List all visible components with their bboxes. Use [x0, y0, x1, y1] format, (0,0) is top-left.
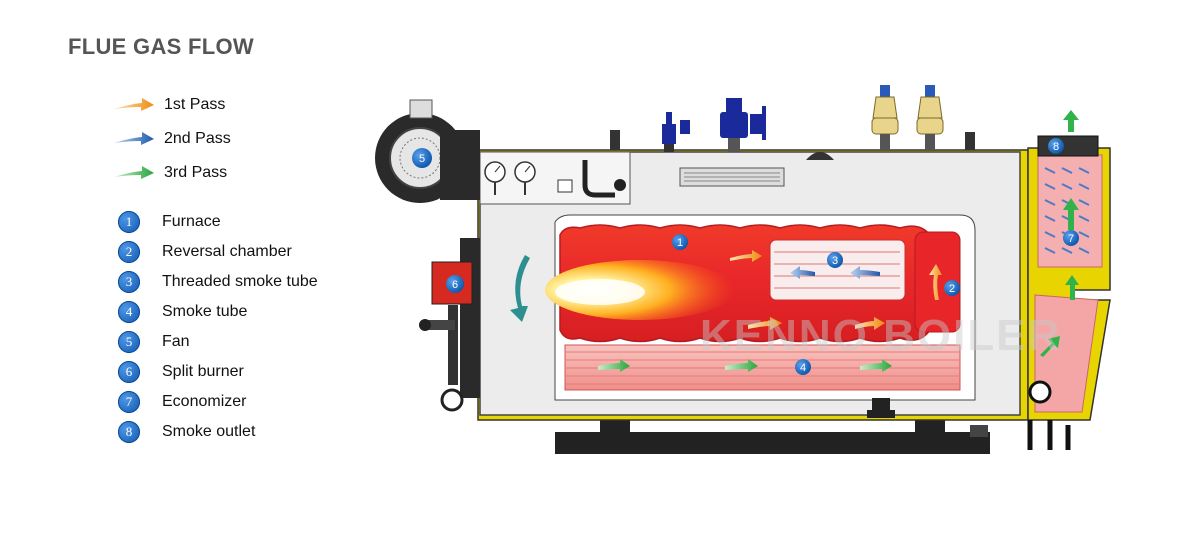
economizer [1037, 154, 1103, 268]
blue-arrow-icon [850, 266, 880, 279]
component-label: Split burner [162, 363, 244, 380]
component-label: Smoke outlet [162, 423, 256, 440]
orange-arrow-icon [114, 98, 154, 111]
third-pass-arrows [598, 359, 892, 372]
pass-legend-item: 2nd Pass [112, 122, 332, 156]
marker-1: 1 [672, 234, 688, 250]
green-arrow-icon [598, 359, 630, 372]
green-arrow-icon [1065, 275, 1079, 300]
component-legend-item: 5 Fan [118, 327, 378, 357]
component-label: Reversal chamber [162, 243, 292, 260]
pressure-gauge-icon [484, 161, 506, 195]
reversal-chamber [914, 231, 961, 333]
pipe [582, 160, 615, 198]
second-pass-arrows [790, 266, 880, 279]
top-valve-icon [662, 112, 690, 152]
drain-valve-icon [867, 398, 895, 418]
marker-number: 2 [949, 283, 955, 295]
component-legend-item: 6 Split burner [118, 357, 378, 387]
pass-legend-item: 3rd Pass [112, 156, 332, 190]
component-label: Economizer [162, 393, 247, 410]
page-title: FLUE GAS FLOW [68, 34, 254, 59]
component-legend-item: 4 Smoke tube [118, 297, 378, 327]
number-badge: 3 [118, 271, 140, 293]
component-legend-item: 1 Furnace [118, 207, 378, 237]
watermark: KENNO BOILER [700, 311, 1061, 360]
marker-8: 8 [1048, 138, 1064, 154]
main-steam-valve-icon [720, 98, 766, 152]
smoke-tube-lines [565, 351, 960, 385]
orange-arrow-icon [730, 250, 762, 262]
number-badge: 5 [118, 331, 140, 353]
component-label: Smoke tube [162, 303, 248, 320]
marker-4: 4 [795, 359, 811, 375]
marker-number: 3 [832, 255, 838, 267]
green-arrow-icon [1063, 110, 1079, 132]
green-arrow-icon [860, 359, 892, 372]
component-legend-item: 7 Economizer [118, 387, 378, 417]
safety-valve-icon [871, 85, 899, 150]
split-burner [419, 238, 480, 412]
orange-arrow-icon [748, 317, 782, 330]
marker-number: 7 [1068, 233, 1074, 245]
flame-core [555, 279, 645, 305]
green-arrow-icon [114, 166, 154, 179]
number-badge: 8 [118, 421, 140, 443]
blue-arrow-icon [790, 266, 815, 279]
marker-3: 3 [827, 252, 843, 268]
lifting-lug [610, 130, 620, 150]
marker-number: 5 [419, 153, 425, 165]
pass-label: 2nd Pass [164, 130, 231, 147]
marker-6: 6 [446, 275, 464, 293]
manhole-cover [806, 152, 834, 160]
pass-label: 1st Pass [164, 96, 226, 113]
marker-number: 1 [677, 237, 683, 249]
lifting-lug [965, 132, 975, 150]
number-badge: 1 [118, 211, 140, 233]
pass-legend: 1st Pass 2nd Pass 3rd Pass [112, 88, 332, 190]
grille-lines [684, 172, 780, 182]
marker-2: 2 [944, 280, 960, 296]
economizer-duct-inner [1034, 294, 1099, 413]
pass-legend-item: 1st Pass [112, 88, 332, 122]
pressure-gauge-icon [514, 161, 536, 195]
smoke-outlet [1037, 135, 1099, 157]
number-badge: 6 [118, 361, 140, 383]
marker-7: 7 [1063, 230, 1079, 246]
component-label: Furnace [162, 213, 221, 230]
component-legend-item: 3 Threaded smoke tube [118, 267, 378, 297]
number-badge: 4 [118, 301, 140, 323]
drain-pipe [1027, 420, 1071, 450]
component-legend: 1 Furnace 2 Reversal chamber 3 Threaded smo… [118, 207, 378, 447]
orange-arrow-icon [929, 264, 942, 300]
component-legend-item: 8 Smoke outlet [118, 417, 378, 447]
marker-number: 4 [800, 362, 806, 374]
threaded-smoke-tube [769, 239, 906, 301]
marker-5: 5 [412, 148, 432, 168]
green-arrow-icon [1040, 336, 1060, 357]
component-legend-item: 2 Reversal chamber [118, 237, 378, 267]
green-arrow-icon [725, 359, 758, 372]
number-badge: 2 [118, 241, 140, 263]
control-box [557, 179, 573, 193]
inspection-port-icon [1028, 380, 1052, 404]
green-arrow-icon [1063, 198, 1079, 230]
number-badge: 7 [118, 391, 140, 413]
component-label: Fan [162, 333, 190, 350]
pass-label: 3rd Pass [164, 164, 228, 181]
valve-wheel-icon [614, 179, 626, 191]
marker-number: 8 [1053, 141, 1059, 153]
component-label: Threaded smoke tube [162, 273, 318, 290]
turn-arrow-icon [510, 255, 530, 322]
orange-arrow-icon [855, 317, 885, 330]
blue-arrow-icon [114, 132, 154, 145]
base-frame [555, 418, 990, 454]
marker-number: 6 [452, 279, 458, 291]
safety-valve-icon [916, 85, 944, 150]
first-pass-arrows [730, 250, 942, 330]
